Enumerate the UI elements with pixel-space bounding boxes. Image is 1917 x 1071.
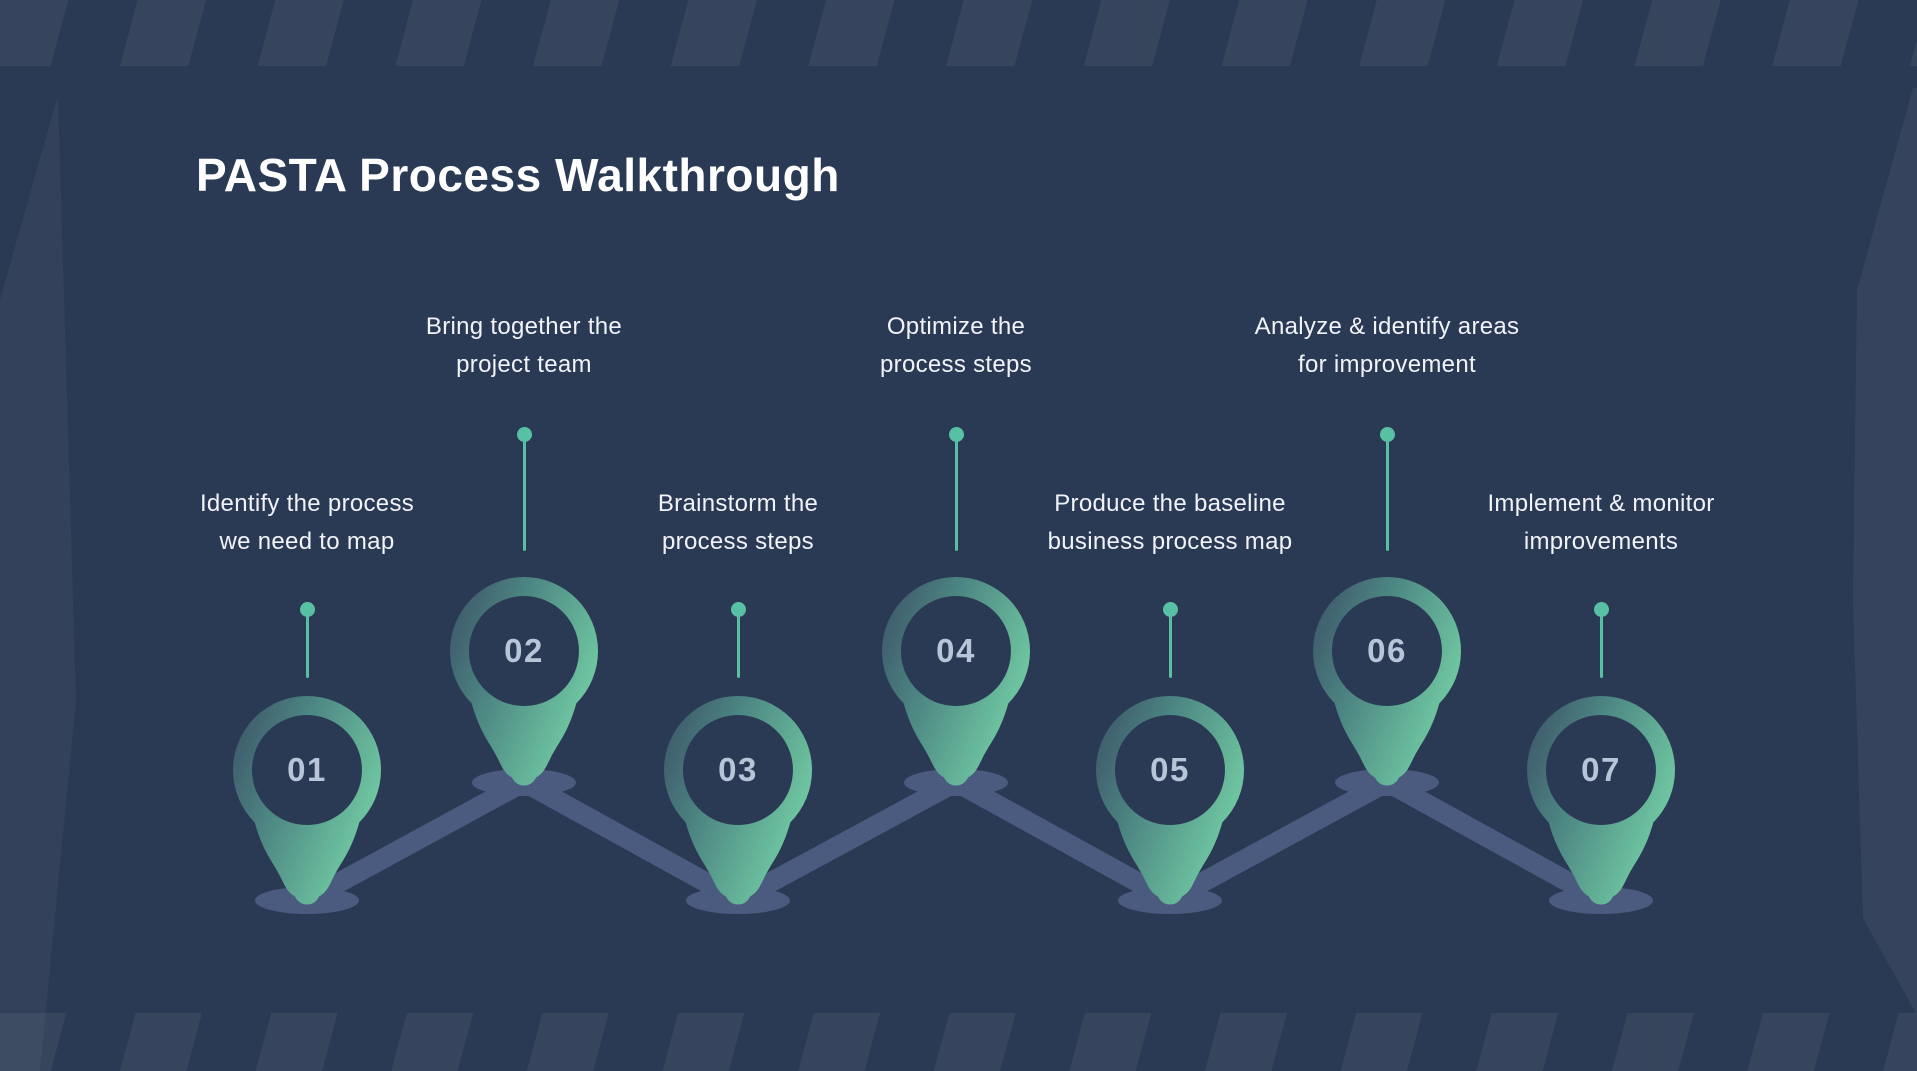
step-label: Optimize the process steps xyxy=(776,308,1136,384)
marker-dot-icon xyxy=(516,427,532,442)
marker-dot-icon xyxy=(1379,427,1395,442)
step-label-line2: improvements xyxy=(1523,528,1679,555)
marker-dot-icon xyxy=(299,602,315,617)
step-label: Brainstorm the process steps xyxy=(558,485,918,561)
step-number: 03 xyxy=(718,751,758,788)
marker-stem-line xyxy=(1168,616,1172,678)
map-pin-icon xyxy=(233,696,382,905)
map-pin-icon xyxy=(1527,696,1675,905)
step-label-line1: Identify the process xyxy=(199,490,415,517)
marker-stem-line xyxy=(954,441,958,551)
map-pin-icon xyxy=(1096,696,1244,905)
step-label: Bring together the project team xyxy=(344,308,704,384)
map-pin-icon xyxy=(664,696,813,905)
marker-dot-icon xyxy=(730,602,746,617)
marker-dot-icon xyxy=(1162,602,1178,617)
step-label-line1: Bring together the xyxy=(425,313,623,340)
step-number: 04 xyxy=(936,632,976,669)
step-label-line1: Optimize the xyxy=(886,313,1026,340)
step-label-line2: business process map xyxy=(1047,528,1293,555)
step-number: 05 xyxy=(1150,751,1190,788)
marker-dot-icon xyxy=(1593,602,1609,617)
top-stripe-pattern xyxy=(0,0,1917,66)
step-label-line1: Brainstorm the xyxy=(657,490,819,517)
map-pin-icon xyxy=(1313,577,1461,786)
step-number: 07 xyxy=(1581,751,1621,788)
step-label-line2: process steps xyxy=(880,351,1032,378)
step-label: Produce the baseline business process ma… xyxy=(990,485,1350,561)
map-pin-icon xyxy=(882,577,1030,786)
marker-stem-line xyxy=(736,616,740,678)
step-label-line2: process steps xyxy=(662,528,814,555)
marker-stem-line xyxy=(522,441,526,551)
marker-stem-line xyxy=(1385,441,1389,551)
step-label-line1: Produce the baseline xyxy=(1054,490,1286,517)
slide-title: PASTA Process Walkthrough xyxy=(196,149,840,201)
marker-dot-icon xyxy=(948,427,964,442)
marker-stem-line xyxy=(305,616,309,678)
step-number: 01 xyxy=(287,751,327,788)
step-label-line1: Analyze & identify areas xyxy=(1254,313,1520,340)
bottom-stripe-pattern xyxy=(0,1013,1917,1071)
marker-stem-line xyxy=(1599,616,1603,678)
step-number: 06 xyxy=(1367,632,1407,669)
step-label: Analyze & identify areas for improvement xyxy=(1207,308,1567,384)
step-label-line2: we need to map xyxy=(219,528,395,555)
step-label: Implement & monitor improvements xyxy=(1421,485,1781,561)
step-number: 02 xyxy=(504,632,544,669)
step-label-line1: Implement & monitor xyxy=(1487,490,1715,517)
step-label-line2: project team xyxy=(456,351,592,378)
map-pin-icon xyxy=(450,577,599,786)
step-label: Identify the process we need to map xyxy=(127,485,487,561)
step-label-line2: for improvement xyxy=(1298,351,1476,378)
